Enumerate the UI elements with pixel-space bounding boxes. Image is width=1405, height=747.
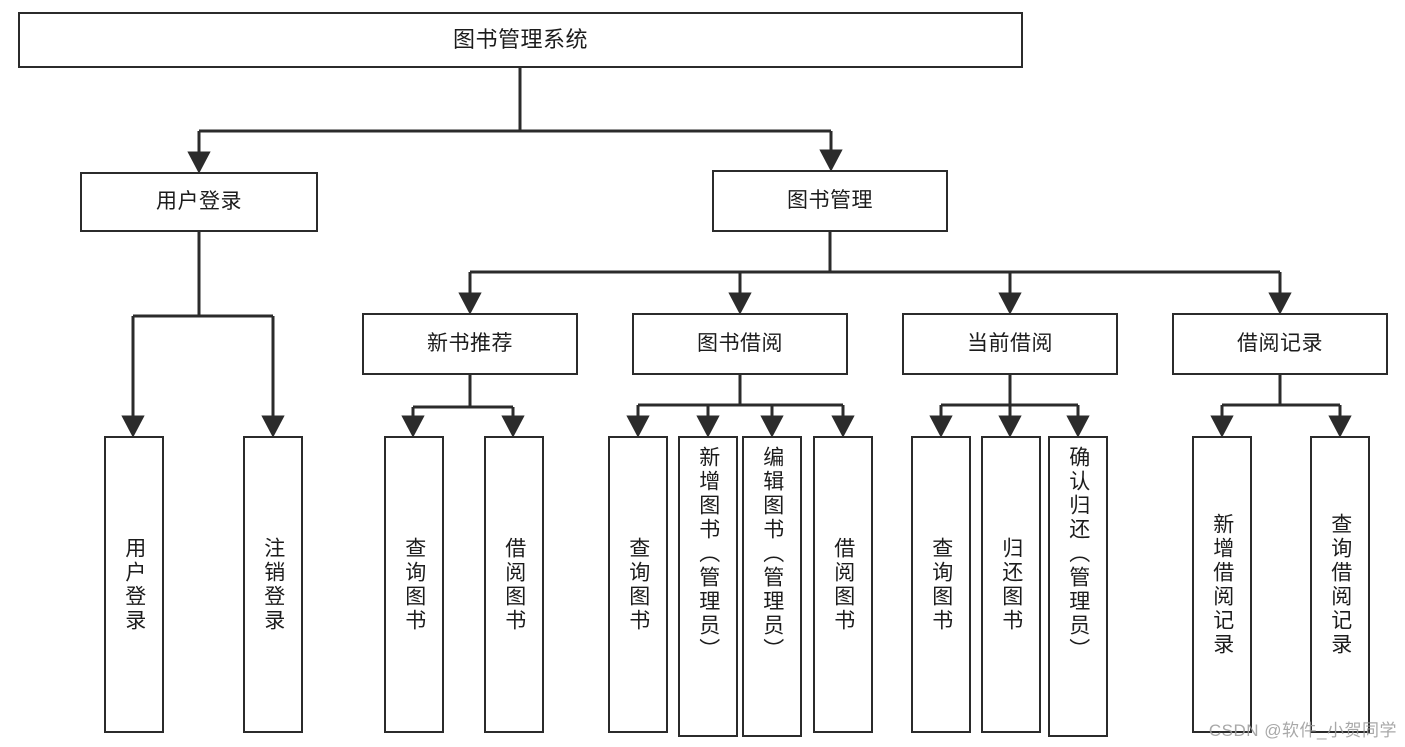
node-label: 借阅记录: [1237, 331, 1323, 355]
leaf-query-book-borrowing[interactable]: 查询图书: [608, 436, 668, 733]
node-label: 查询借阅记录: [1328, 512, 1352, 657]
node-label: 查询图书: [929, 536, 953, 633]
node-label: 编辑图书（管理员）: [760, 446, 784, 662]
node-label: 新增图书（管理员）: [696, 446, 720, 662]
leaf-borrow-book-borrowing[interactable]: 借阅图书: [813, 436, 873, 733]
leaf-confirm-return-admin[interactable]: 确认归还（管理员）: [1048, 436, 1108, 737]
node-user-login[interactable]: 用户登录: [80, 172, 318, 232]
node-new-book-recommendation[interactable]: 新书推荐: [362, 313, 578, 375]
node-label: 确认归还（管理员）: [1066, 446, 1090, 662]
node-label: 归还图书: [999, 536, 1023, 633]
node-label: 查询图书: [402, 536, 426, 633]
leaf-add-book-admin[interactable]: 新增图书（管理员）: [678, 436, 738, 737]
node-label: 图书管理系统: [452, 27, 588, 53]
leaf-return-book[interactable]: 归还图书: [981, 436, 1041, 733]
leaf-user-login[interactable]: 用户登录: [104, 436, 164, 733]
node-label: 新增借阅记录: [1210, 512, 1234, 657]
node-borrow-records[interactable]: 借阅记录: [1172, 313, 1388, 375]
node-label: 用户登录: [156, 189, 242, 213]
node-label: 用户登录: [122, 536, 146, 633]
leaf-query-book-current[interactable]: 查询图书: [911, 436, 971, 733]
leaf-logout[interactable]: 注销登录: [243, 436, 303, 733]
node-label: 新书推荐: [427, 331, 513, 355]
node-label: 注销登录: [261, 536, 285, 633]
node-label: 图书借阅: [697, 331, 783, 355]
node-book-borrowing[interactable]: 图书借阅: [632, 313, 848, 375]
leaf-query-borrow-record[interactable]: 查询借阅记录: [1310, 436, 1370, 733]
node-label: 借阅图书: [831, 536, 855, 633]
node-label: 借阅图书: [502, 536, 526, 633]
node-label: 图书管理: [787, 188, 873, 212]
node-book-management[interactable]: 图书管理: [712, 170, 948, 232]
leaf-borrow-book-recommendation[interactable]: 借阅图书: [484, 436, 544, 733]
leaf-edit-book-admin[interactable]: 编辑图书（管理员）: [742, 436, 802, 737]
node-current-borrowing[interactable]: 当前借阅: [902, 313, 1118, 375]
node-label: 当前借阅: [967, 331, 1053, 355]
leaf-add-borrow-record[interactable]: 新增借阅记录: [1192, 436, 1252, 733]
node-root-system[interactable]: 图书管理系统: [18, 12, 1023, 68]
leaf-query-book-recommendation[interactable]: 查询图书: [384, 436, 444, 733]
node-label: 查询图书: [626, 536, 650, 633]
